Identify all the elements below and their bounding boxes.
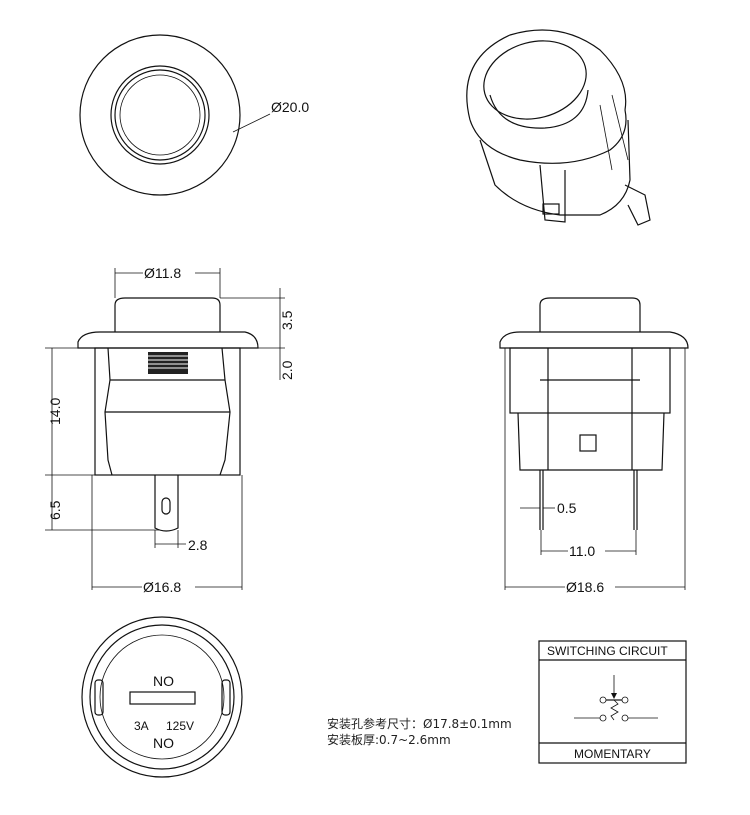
dim-top-diameter: Ø20.0 [271,99,309,115]
dim-button-height: 3.5 [279,310,295,330]
dim-flange-diameter: Ø18.6 [566,579,604,595]
rating-voltage: 125V [166,719,194,733]
side-view-right: 0.5 11.0 Ø18.6 [499,297,689,595]
panel-thickness-note: 安装板厚:0.7~2.6mm [327,733,451,747]
dim-pin-length: 6.5 [47,500,63,520]
dim-button-diameter: Ø11.8 [144,265,181,281]
rating-current: 3A [134,719,149,733]
circuit-title: SWITCHING CIRCUIT [547,644,668,658]
side-view-left: Ø11.8 3.5 2.0 14.0 6.5 2.8 Ø16.8 [45,265,295,595]
bottom-label-bottom: NO [153,735,174,751]
dim-flange-thickness: 2.0 [279,360,295,380]
bottom-label-top: NO [153,673,174,689]
dim-pin-spacing: 11.0 [569,543,595,559]
dim-body-height: 14.0 [47,398,63,425]
momentary-switch-symbol [574,675,658,722]
mounting-notes: 安装孔参考尺寸：Ø17.8±0.1mm 安装板厚:0.7~2.6mm [327,716,512,748]
mount-hole-note: 安装孔参考尺寸：Ø17.8±0.1mm [327,717,512,731]
top-view: Ø20.0 [79,34,309,196]
circuit-type: MOMENTARY [574,747,651,761]
dim-pin-thickness: 0.5 [557,500,577,516]
switching-circuit-box: SWITCHING CIRCUIT MOMENTARY [538,640,687,764]
dim-body-diameter: Ø16.8 [143,579,181,595]
bottom-view: NO 3A 125V NO [81,616,243,778]
isometric-view [466,29,651,226]
dim-pin-width: 2.8 [188,537,208,553]
